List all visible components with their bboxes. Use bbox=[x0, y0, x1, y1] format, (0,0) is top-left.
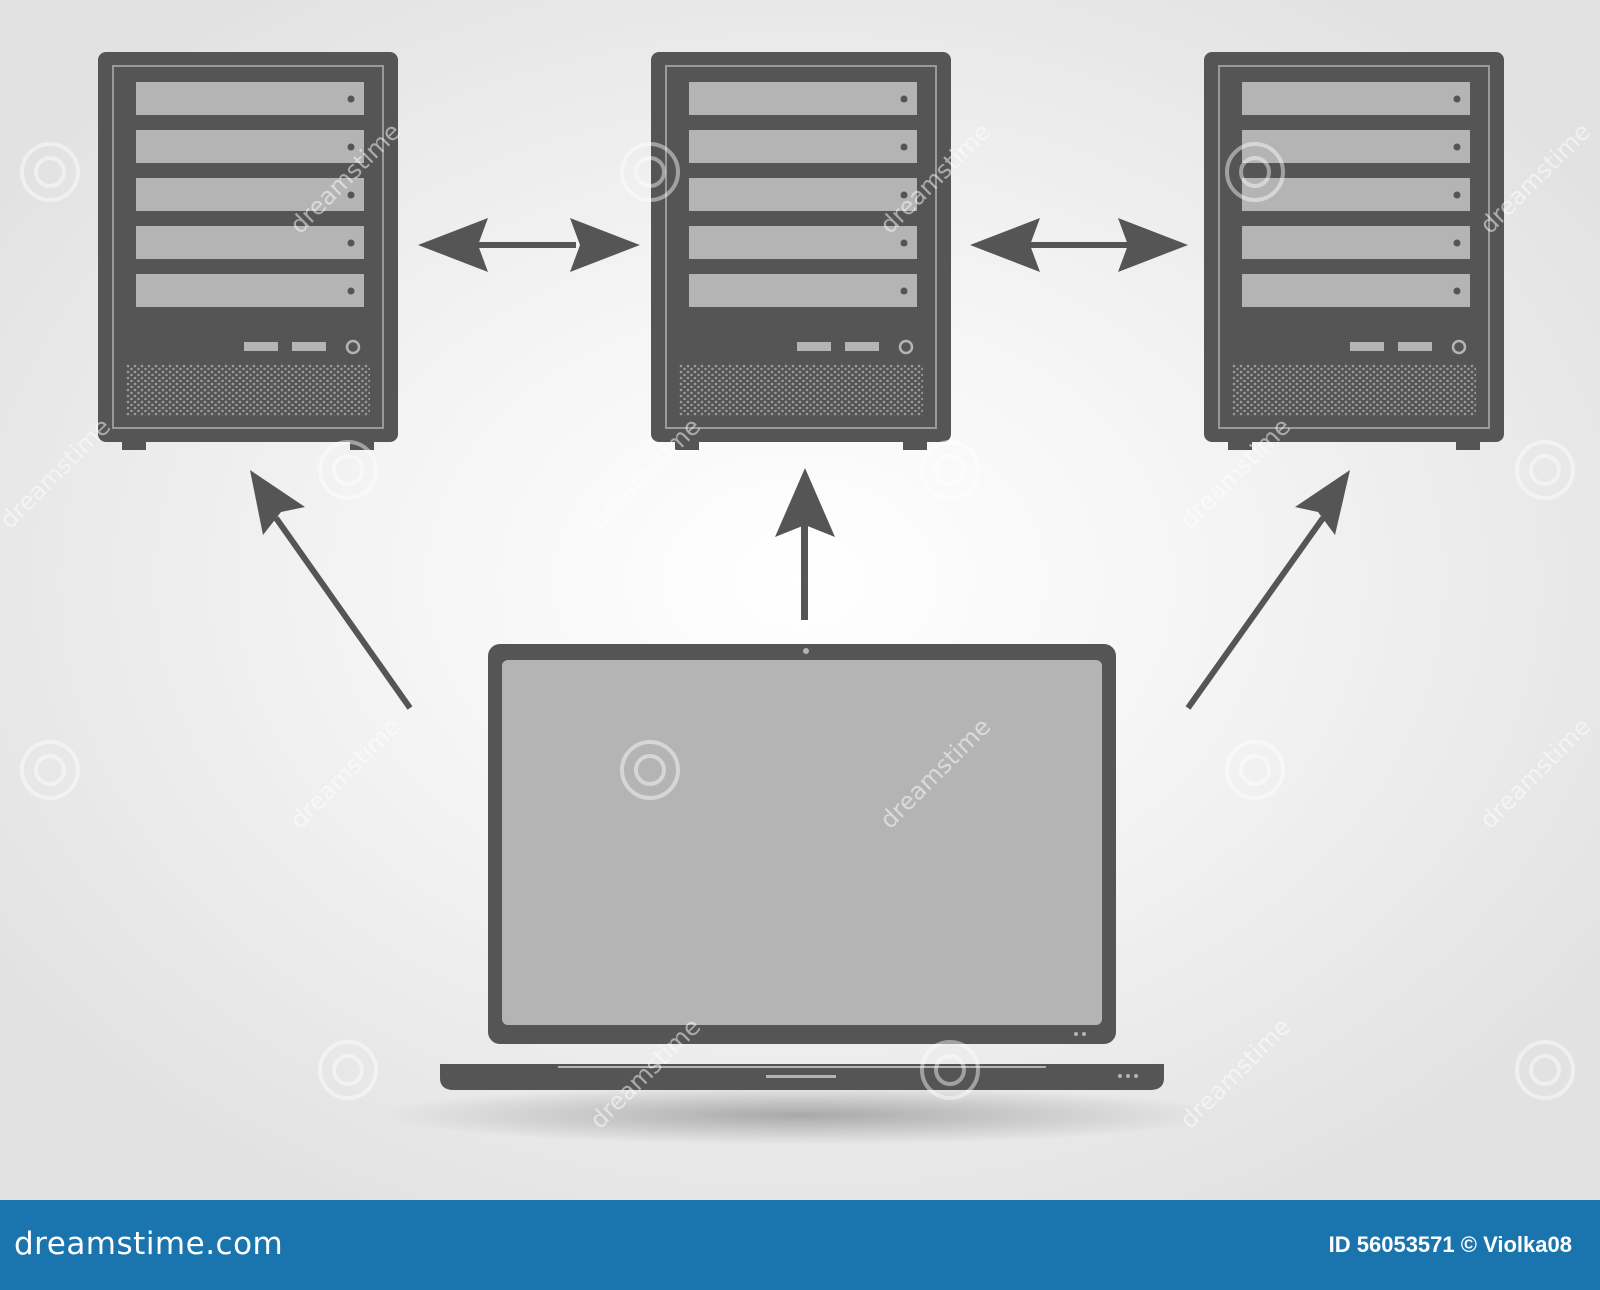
network-diagram: dreamstime dreamstime dreamstime dreamst… bbox=[0, 52, 1596, 1145]
laptop-screen bbox=[502, 660, 1102, 1025]
watermark-text: dreamstime bbox=[284, 713, 406, 835]
double-arrow-left-center bbox=[418, 218, 640, 272]
spiral-icon bbox=[620, 142, 680, 202]
footer-brand[interactable]: dreamstime.com bbox=[14, 1226, 284, 1262]
image-id: ID 56053571 bbox=[1328, 1232, 1455, 1257]
spiral-icon bbox=[20, 142, 80, 202]
spiral-icon bbox=[1225, 740, 1285, 800]
spiral-icon bbox=[1515, 440, 1575, 500]
watermark-text: dreamstime bbox=[1174, 1013, 1296, 1135]
server-right bbox=[1204, 52, 1504, 450]
spiral-icon bbox=[318, 1040, 378, 1100]
watermark-text: dreamstime bbox=[1474, 713, 1596, 835]
laptop bbox=[380, 644, 1220, 1145]
footer-bar: dreamstime.com ID 56053571 © Violka08 bbox=[0, 1200, 1600, 1290]
arrow-laptop-to-server-right bbox=[1185, 470, 1350, 710]
arrow-laptop-to-server-left bbox=[250, 470, 413, 710]
server-left bbox=[98, 52, 398, 450]
spiral-icon bbox=[620, 740, 680, 800]
spiral-icon bbox=[1225, 142, 1285, 202]
spiral-icon bbox=[20, 740, 80, 800]
watermark-text: dreamstime bbox=[0, 413, 116, 535]
watermark-text: dreamstime bbox=[584, 413, 706, 535]
author-name[interactable]: Violka08 bbox=[1483, 1232, 1572, 1257]
server-center bbox=[651, 52, 951, 450]
webcam-icon bbox=[803, 648, 809, 654]
double-arrow-center-right bbox=[970, 218, 1188, 272]
footer-meta: ID 56053571 © Violka08 bbox=[1329, 1232, 1572, 1258]
arrow-laptop-to-server-center bbox=[775, 468, 835, 620]
spiral-icon bbox=[318, 440, 378, 500]
watermark-layer bbox=[20, 142, 1575, 1100]
spiral-icon bbox=[1515, 1040, 1575, 1100]
copyright-icon: © bbox=[1460, 1232, 1477, 1257]
spiral-icon bbox=[920, 1040, 980, 1100]
spiral-icon bbox=[920, 440, 980, 500]
